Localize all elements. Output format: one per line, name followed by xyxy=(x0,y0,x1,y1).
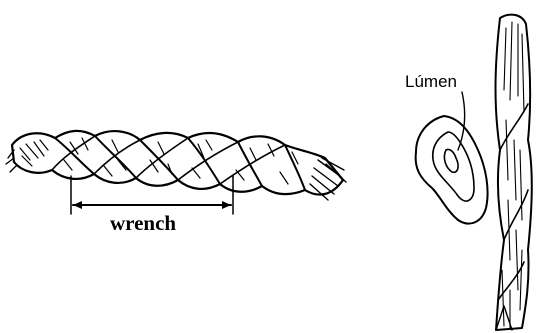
twisted-fiber-illustration xyxy=(6,131,346,200)
lumen-label: Lúmen xyxy=(405,72,457,91)
wrench-label: wrench xyxy=(110,211,176,235)
vertical-fiber-illustration xyxy=(496,15,532,330)
fiber-cross-section xyxy=(416,116,488,224)
wrench-dimension-marker xyxy=(71,176,233,214)
